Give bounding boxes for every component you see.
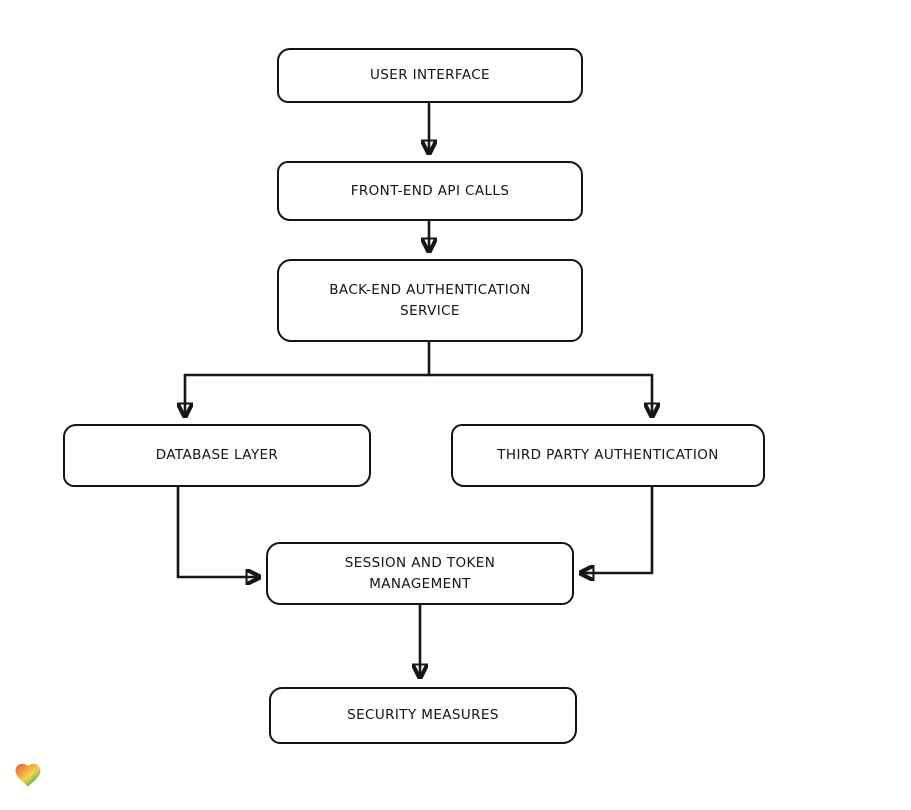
node-label: SESSION AND TOKEN MANAGEMENT — [344, 555, 496, 592]
node-session-and-token-management[interactable]: SESSION AND TOKEN MANAGEMENT — [266, 542, 574, 605]
node-label: THIRD PARTY AUTHENTICATION — [497, 447, 719, 464]
node-database-layer[interactable]: DATABASE LAYER — [63, 424, 371, 487]
node-back-end-authentication-service[interactable]: BACK-END AUTHENTICATION SERVICE — [277, 259, 583, 342]
node-user-interface[interactable]: USER INTERFACE — [277, 48, 583, 103]
edge-database-layer-to-session-management — [176, 485, 258, 577]
heart-icon — [15, 763, 41, 787]
node-front-end-api-calls[interactable]: FRONT-END API CALLS — [277, 161, 583, 221]
heart-logo[interactable] — [13, 760, 43, 790]
node-label: DATABASE LAYER — [155, 447, 279, 464]
node-third-party-authentication[interactable]: THIRD PARTY AUTHENTICATION — [451, 424, 765, 487]
node-label: BACK-END AUTHENTICATION SERVICE — [329, 282, 531, 319]
node-security-measures[interactable]: SECURITY MEASURES — [269, 687, 577, 744]
edge-third-party-to-session-management — [582, 485, 654, 573]
node-label: SECURITY MEASURES — [347, 707, 499, 724]
node-label: FRONT-END API CALLS — [350, 182, 510, 199]
node-label: USER INTERFACE — [370, 67, 490, 84]
